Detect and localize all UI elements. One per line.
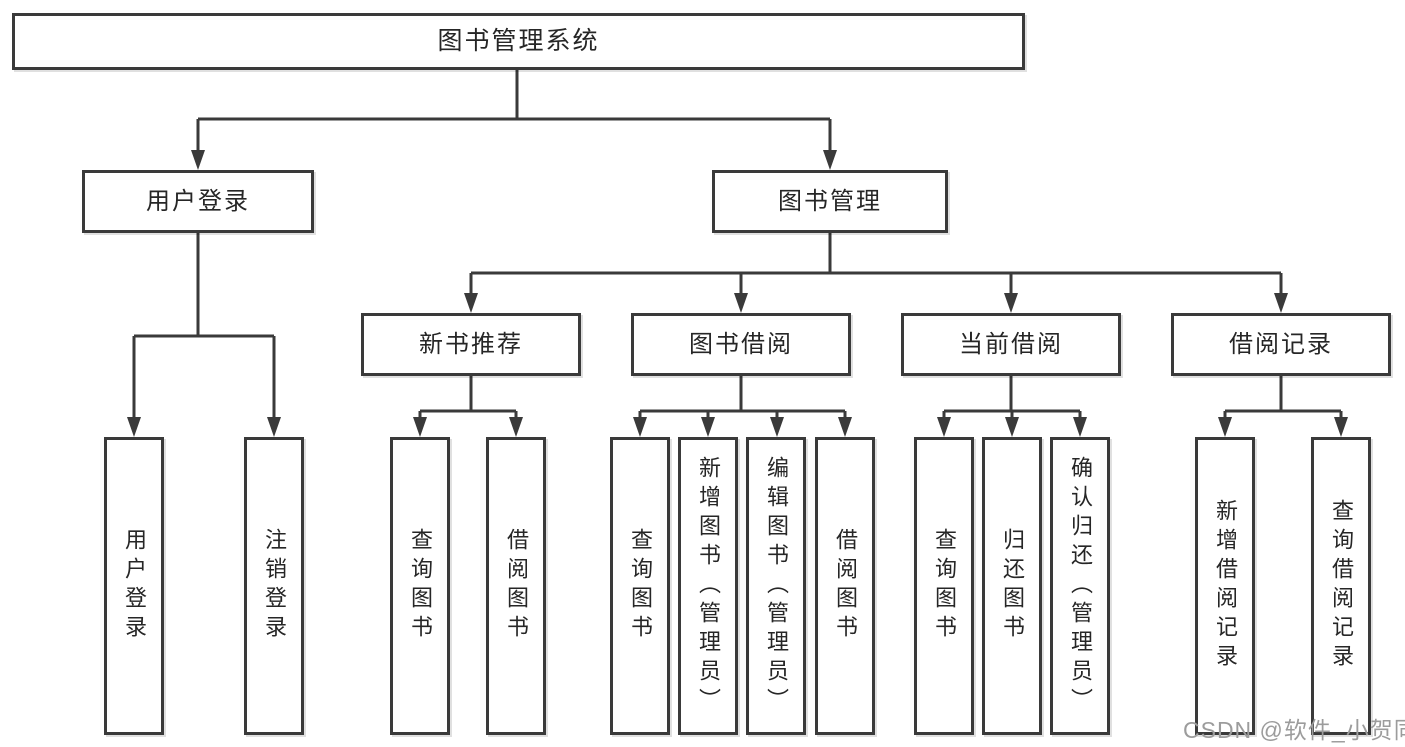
arrow-icon	[1274, 293, 1288, 313]
arrow-icon	[413, 417, 427, 437]
node-leaf-recommend-borrow-book-label: 借阅图书	[504, 528, 529, 644]
node-borrowing-records-label: 借阅记录	[1229, 330, 1333, 358]
node-current-borrowing: 当前借阅	[901, 313, 1121, 376]
arrow-heads	[127, 150, 1348, 437]
arrow-icon	[464, 293, 478, 313]
arrow-icon	[838, 417, 852, 437]
node-book-management-label: 图书管理	[778, 187, 882, 215]
node-leaf-logout: 注销登录	[244, 437, 304, 735]
node-leaf-return-book: 归还图书	[982, 437, 1042, 735]
node-leaf-current-query-book-label: 查询图书	[932, 528, 957, 644]
arrow-icon	[267, 417, 281, 437]
node-leaf-query-borrow-record: 查询借阅记录	[1311, 437, 1371, 735]
arrow-icon	[1005, 417, 1019, 437]
arrow-icon	[633, 417, 647, 437]
arrow-icon	[1334, 417, 1348, 437]
node-new-book-recommend: 新书推荐	[361, 313, 581, 376]
arrow-icon	[770, 417, 784, 437]
node-leaf-user-login: 用户登录	[104, 437, 164, 735]
connector-lines	[132, 70, 1343, 420]
arrow-icon	[509, 417, 523, 437]
arrow-icon	[823, 150, 837, 170]
node-leaf-user-login-label: 用户登录	[122, 528, 147, 644]
node-book-borrowing-label: 图书借阅	[689, 330, 793, 358]
node-leaf-add-book-admin-label: 新增图书（管理员）	[696, 455, 721, 717]
arrow-icon	[1073, 417, 1087, 437]
node-leaf-query-borrow-record-label: 查询借阅记录	[1329, 499, 1354, 673]
node-leaf-confirm-return-admin-label: 确认归还（管理员）	[1068, 455, 1093, 717]
node-borrowing-records: 借阅记录	[1171, 313, 1391, 376]
node-leaf-edit-book-admin-label: 编辑图书（管理员）	[764, 455, 789, 717]
node-user-login-label: 用户登录	[146, 187, 250, 215]
node-leaf-recommend-borrow-book: 借阅图书	[486, 437, 546, 735]
node-leaf-add-borrow-record: 新增借阅记录	[1195, 437, 1255, 735]
arrow-icon	[127, 417, 141, 437]
node-leaf-confirm-return-admin: 确认归还（管理员）	[1050, 437, 1110, 735]
arrow-icon	[937, 417, 951, 437]
node-leaf-borrow-book-label: 借阅图书	[833, 528, 858, 644]
arrow-icon	[191, 150, 205, 170]
node-leaf-borrowing-query-book: 查询图书	[610, 437, 670, 735]
node-current-borrowing-label: 当前借阅	[959, 330, 1063, 358]
node-leaf-return-book-label: 归还图书	[1000, 528, 1025, 644]
arrow-icon	[701, 417, 715, 437]
node-system-label: 图书管理系统	[437, 27, 600, 55]
node-leaf-recommend-query-book: 查询图书	[390, 437, 450, 735]
arrow-icon	[1004, 293, 1018, 313]
node-book-borrowing: 图书借阅	[631, 313, 851, 376]
node-leaf-logout-label: 注销登录	[262, 528, 287, 644]
node-leaf-add-book-admin: 新增图书（管理员）	[678, 437, 738, 735]
node-new-book-recommend-label: 新书推荐	[419, 330, 523, 358]
node-user-login: 用户登录	[82, 170, 314, 233]
node-system: 图书管理系统	[12, 13, 1025, 70]
node-leaf-add-borrow-record-label: 新增借阅记录	[1213, 499, 1238, 673]
watermark: CSDN @软件_小贺同学	[1183, 717, 1405, 743]
node-leaf-borrow-book: 借阅图书	[815, 437, 875, 735]
arrow-icon	[734, 293, 748, 313]
node-book-management: 图书管理	[712, 170, 948, 233]
node-leaf-recommend-query-book-label: 查询图书	[408, 528, 433, 644]
node-leaf-borrowing-query-book-label: 查询图书	[628, 528, 653, 644]
arrow-icon	[1218, 417, 1232, 437]
node-leaf-current-query-book: 查询图书	[914, 437, 974, 735]
node-leaf-edit-book-admin: 编辑图书（管理员）	[746, 437, 806, 735]
